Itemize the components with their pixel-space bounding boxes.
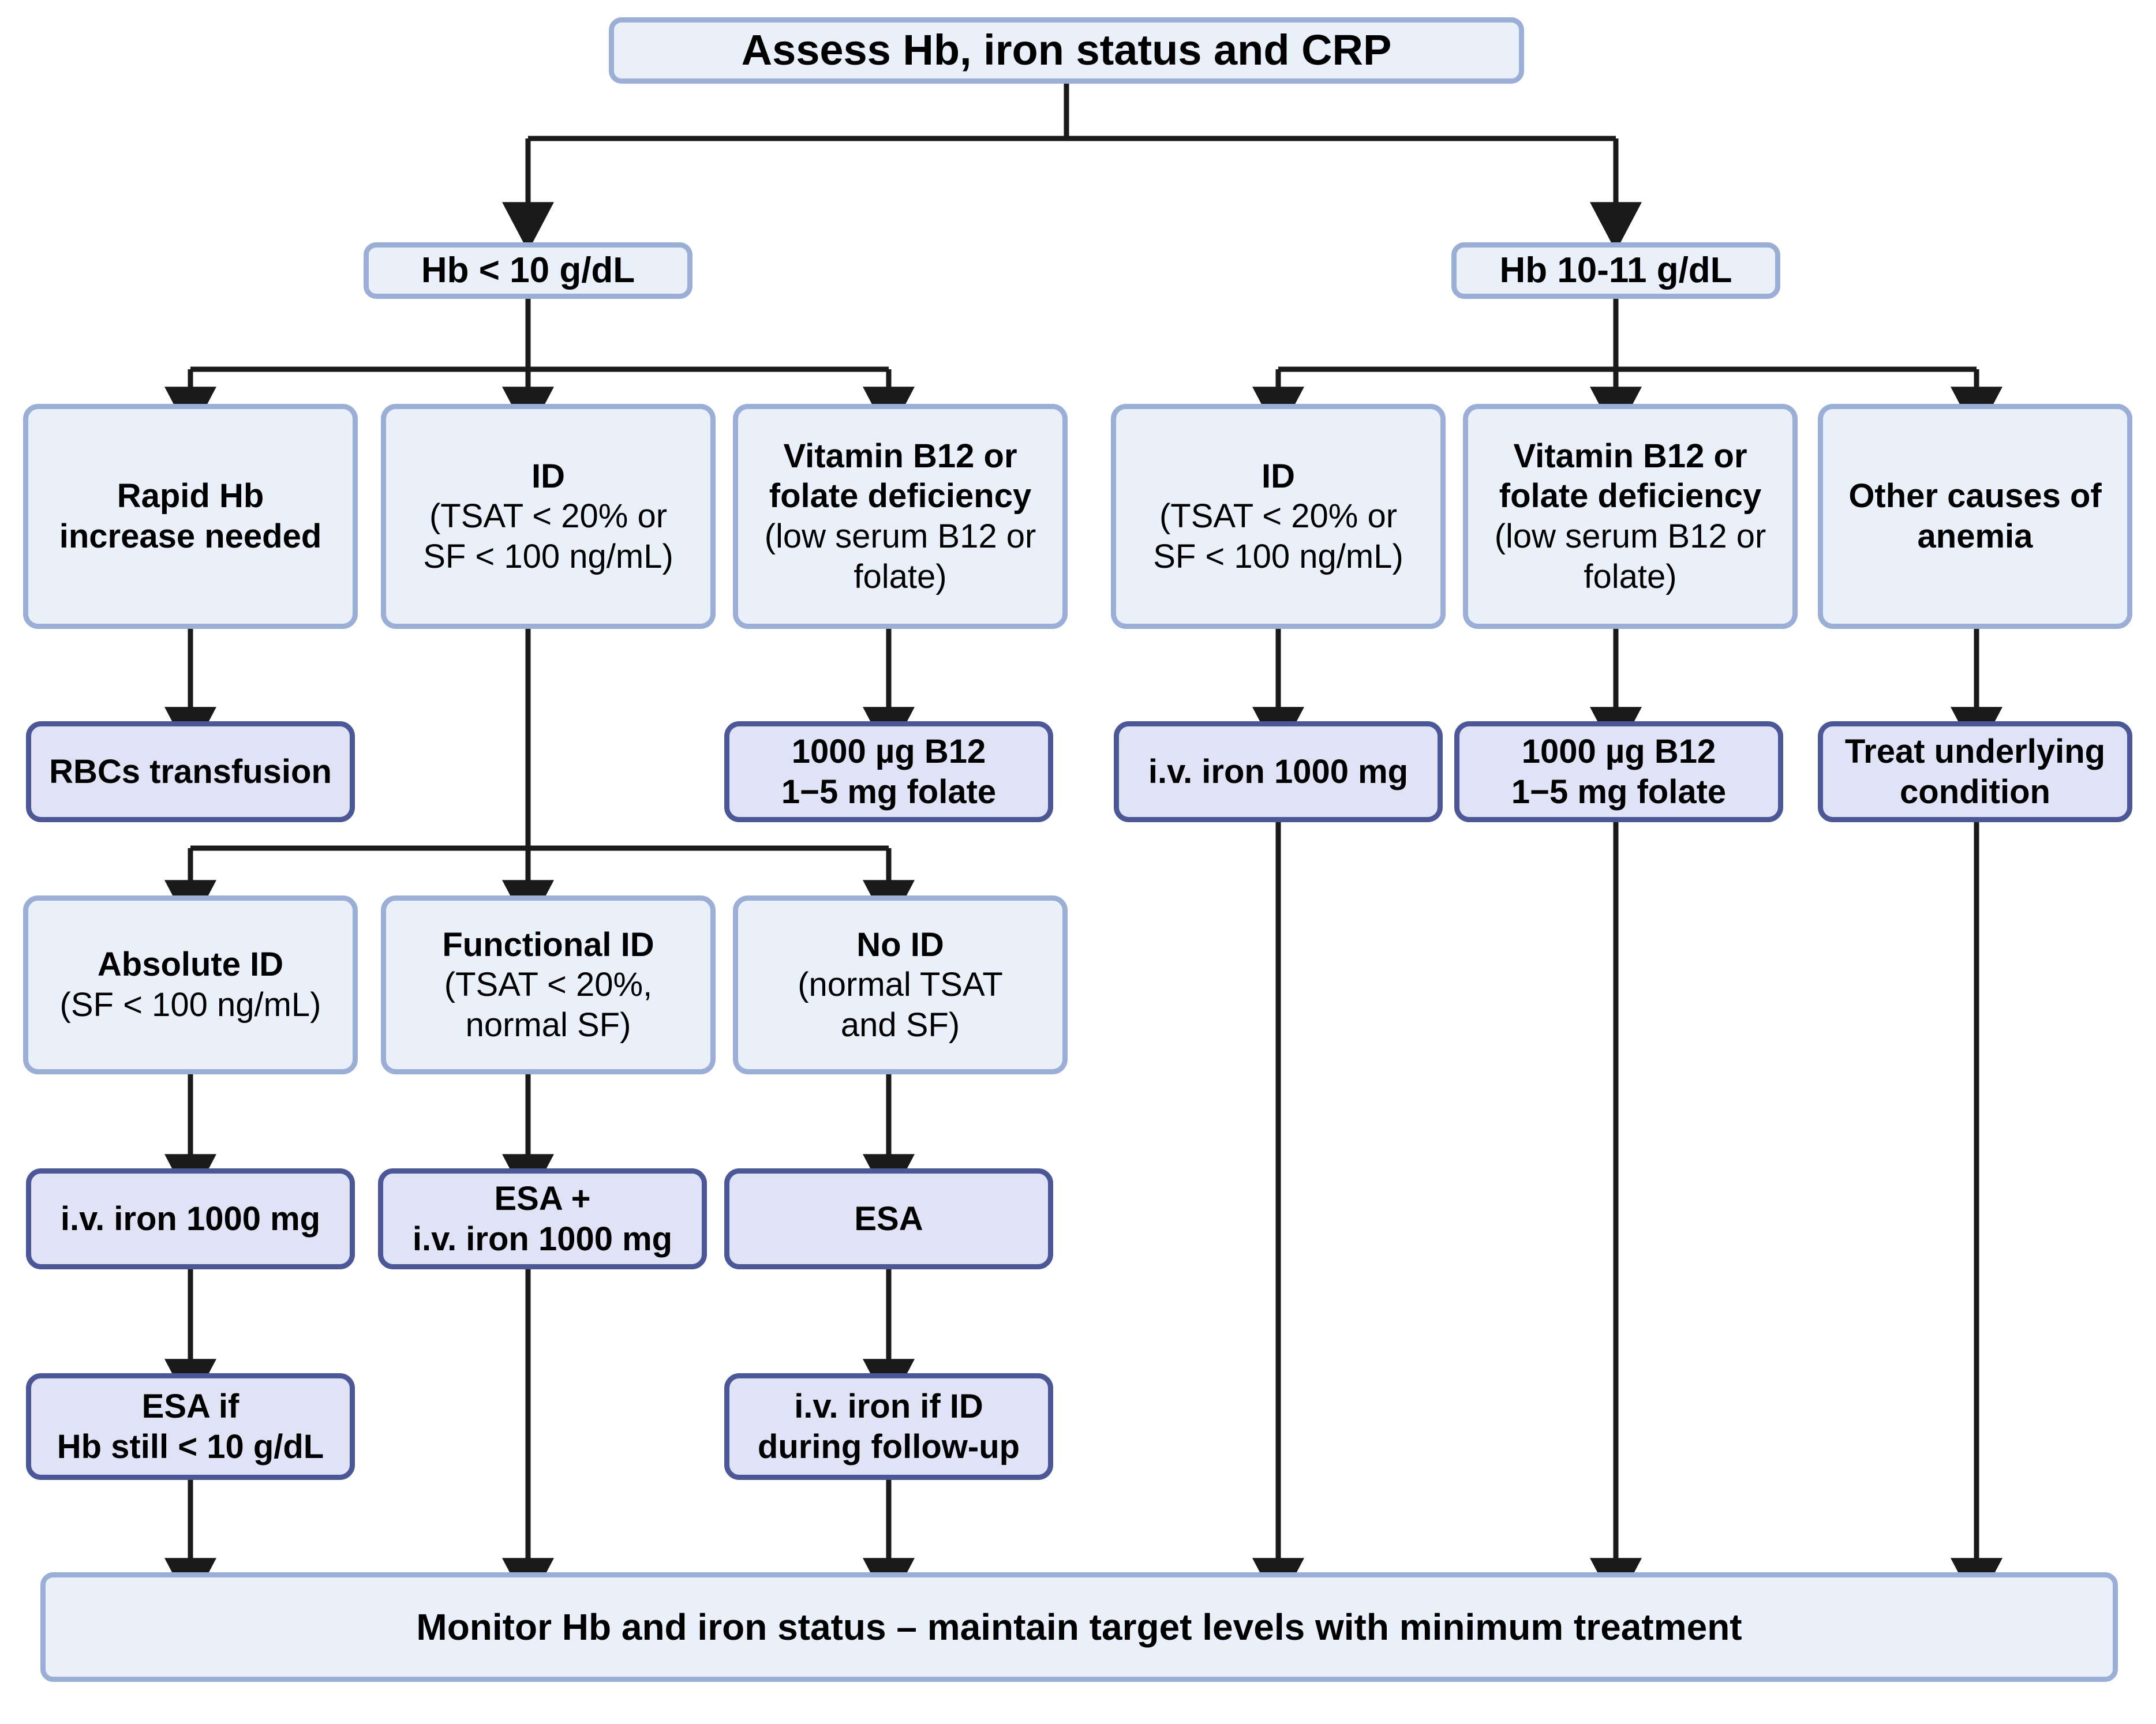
node-no-id[interactable]: No ID (normal TSAT and SF) xyxy=(733,895,1068,1074)
node-iv-iron-absolute-id[interactable]: i.v. iron 1000 mg xyxy=(26,1168,355,1269)
left-b12-heading-2: folate deficiency xyxy=(769,477,1032,515)
node-esa-if-hb-still-low[interactable]: ESA if Hb still < 10 g/dL xyxy=(26,1373,355,1480)
node-hb-less-than-10[interactable]: Hb < 10 g/dL xyxy=(364,242,693,299)
rbcs-transfusion-label: RBCs transfusion xyxy=(49,752,332,790)
node-left-b12-folate-deficiency[interactable]: Vitamin B12 or folate deficiency (low se… xyxy=(733,404,1068,629)
left-b12-heading-1: Vitamin B12 or xyxy=(783,437,1017,475)
right-id-detail-2: SF < 100 ng/mL) xyxy=(1153,537,1403,575)
node-right-iv-iron[interactable]: i.v. iron 1000 mg xyxy=(1114,721,1443,822)
left-b12-dose-line2: 1−5 mg folate xyxy=(781,773,997,811)
node-left-b12-folate-dose[interactable]: 1000 µg B12 1−5 mg folate xyxy=(724,721,1053,822)
no-id-heading: No ID xyxy=(856,925,944,964)
esa-if-line1: ESA if xyxy=(141,1387,239,1425)
rapid-hb-line2: increase needed xyxy=(59,518,322,555)
node-esa[interactable]: ESA xyxy=(724,1168,1053,1269)
iv-iron-absolute-label: i.v. iron 1000 mg xyxy=(60,1200,321,1238)
esa-label: ESA xyxy=(854,1200,923,1238)
node-right-b12-folate-deficiency[interactable]: Vitamin B12 or folate deficiency (low se… xyxy=(1463,404,1798,629)
no-id-detail-2: and SF) xyxy=(840,1006,960,1044)
right-b12-heading-1: Vitamin B12 or xyxy=(1513,437,1747,475)
left-id-detail-1: (TSAT < 20% or xyxy=(429,497,668,535)
right-b12-dose-line2: 1−5 mg folate xyxy=(1511,773,1727,811)
left-b12-detail-1: (low serum B12 or xyxy=(764,518,1036,555)
treat-underlying-line1: Treat underlying xyxy=(1844,732,2106,770)
node-hb-low-label: Hb < 10 g/dL xyxy=(421,250,635,290)
absolute-id-detail-1: (SF < 100 ng/mL) xyxy=(59,986,321,1024)
footer-label: Monitor Hb and iron status – maintain ta… xyxy=(416,1606,1742,1648)
node-title-text: Assess Hb, iron status and CRP xyxy=(741,26,1392,74)
node-assess-hb-iron-crp[interactable]: Assess Hb, iron status and CRP xyxy=(609,17,1524,84)
treat-underlying-line2: condition xyxy=(1900,773,2050,811)
other-causes-line2: anemia xyxy=(1917,518,2033,555)
left-b12-dose-line1: 1000 µg B12 xyxy=(791,732,986,770)
node-esa-plus-iv-iron[interactable]: ESA + i.v. iron 1000 mg xyxy=(378,1168,707,1269)
node-hb-10-to-11[interactable]: Hb 10-11 g/dL xyxy=(1451,242,1780,299)
right-b12-detail-1: (low serum B12 or xyxy=(1494,518,1766,555)
node-other-causes-anemia[interactable]: Other causes of anemia xyxy=(1818,404,2132,629)
esa-if-line2: Hb still < 10 g/dL xyxy=(57,1427,324,1466)
other-causes-line1: Other causes of xyxy=(1848,477,2102,515)
node-absolute-id[interactable]: Absolute ID (SF < 100 ng/mL) xyxy=(23,895,358,1074)
node-treat-underlying-condition[interactable]: Treat underlying condition xyxy=(1818,721,2132,822)
right-b12-heading-2: folate deficiency xyxy=(1499,477,1762,515)
node-rbcs-transfusion[interactable]: RBCs transfusion xyxy=(26,721,355,822)
esa-plus-line2: i.v. iron 1000 mg xyxy=(412,1220,673,1258)
esa-plus-line1: ESA + xyxy=(494,1179,591,1217)
right-b12-dose-line1: 1000 µg B12 xyxy=(1521,732,1716,770)
functional-id-heading: Functional ID xyxy=(442,925,654,964)
right-id-heading: ID xyxy=(1262,457,1295,495)
right-iv-iron-label: i.v. iron 1000 mg xyxy=(1148,752,1409,790)
no-id-detail-1: (normal TSAT xyxy=(798,966,1003,1004)
node-right-b12-folate-dose[interactable]: 1000 µg B12 1−5 mg folate xyxy=(1454,721,1783,822)
node-monitor-hb-iron-status[interactable]: Monitor Hb and iron status – maintain ta… xyxy=(40,1572,2118,1682)
left-id-heading: ID xyxy=(531,457,565,495)
node-iv-iron-if-id-followup[interactable]: i.v. iron if ID during follow-up xyxy=(724,1373,1053,1480)
iv-iron-followup-line1: i.v. iron if ID xyxy=(794,1387,983,1425)
functional-id-detail-1: (TSAT < 20%, xyxy=(444,966,653,1004)
absolute-id-heading: Absolute ID xyxy=(97,946,284,984)
node-right-id[interactable]: ID (TSAT < 20% or SF < 100 ng/mL) xyxy=(1111,404,1446,629)
iv-iron-followup-line2: during follow-up xyxy=(757,1427,1020,1466)
node-left-id[interactable]: ID (TSAT < 20% or SF < 100 ng/mL) xyxy=(381,404,716,629)
functional-id-detail-2: normal SF) xyxy=(465,1006,631,1044)
left-id-detail-2: SF < 100 ng/mL) xyxy=(423,537,673,575)
node-hb-mid-label: Hb 10-11 g/dL xyxy=(1499,250,1732,290)
right-id-detail-1: (TSAT < 20% or xyxy=(1159,497,1398,535)
right-b12-detail-2: folate) xyxy=(1584,557,1677,595)
node-functional-id[interactable]: Functional ID (TSAT < 20%, normal SF) xyxy=(381,895,716,1074)
left-b12-detail-2: folate) xyxy=(854,557,947,595)
node-rapid-hb-increase[interactable]: Rapid Hb increase needed xyxy=(23,404,358,629)
rapid-hb-line1: Rapid Hb xyxy=(117,477,264,515)
